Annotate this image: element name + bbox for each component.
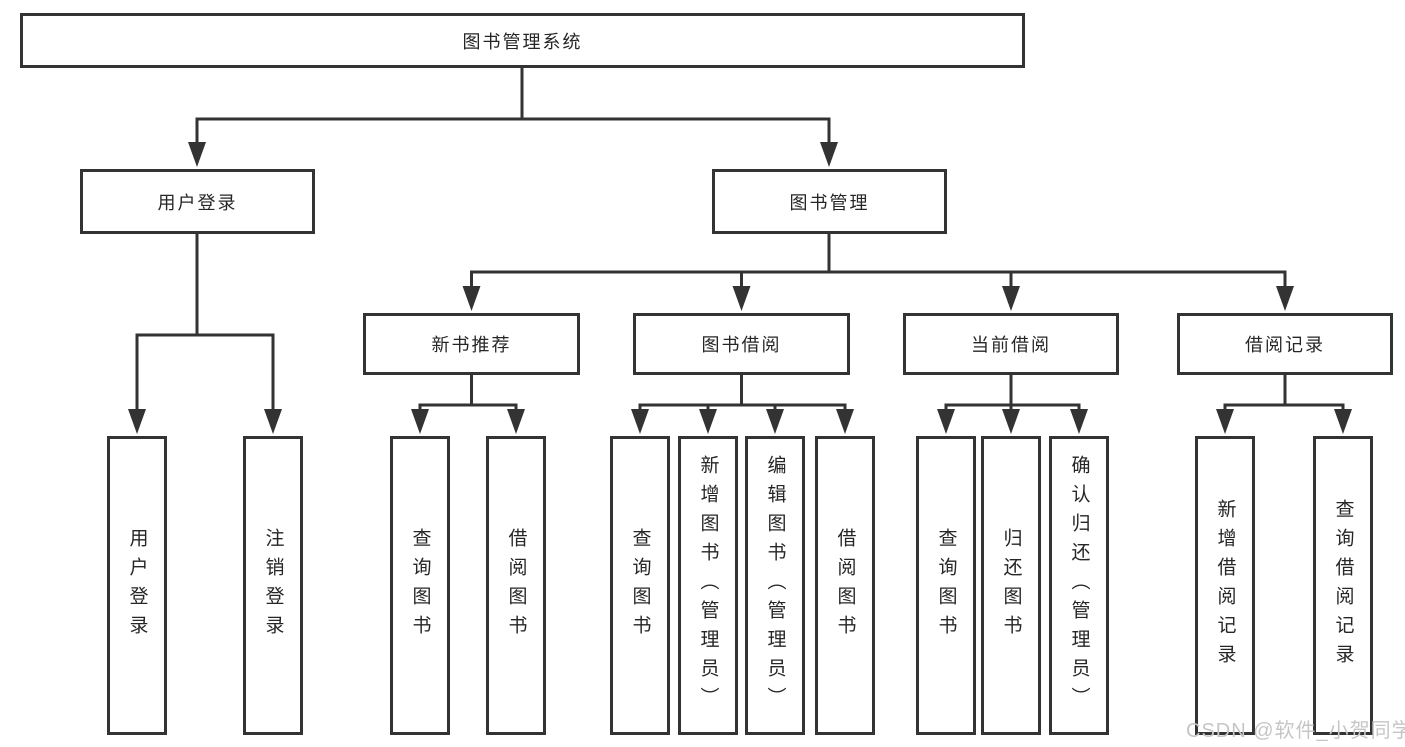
node-book-borrow: 图书借阅 bbox=[633, 313, 850, 375]
node-user-login: 用户登录 bbox=[80, 169, 315, 234]
arrow-down-icon bbox=[188, 142, 206, 167]
node-label: 查询图书 bbox=[629, 527, 651, 644]
node-label: 用户登录 bbox=[157, 192, 238, 213]
connector-login-to-leaves bbox=[128, 234, 282, 434]
arrow-down-icon bbox=[1216, 409, 1234, 434]
leaf-user-login: 用户登录 bbox=[107, 436, 167, 735]
node-label: 借阅记录 bbox=[1245, 335, 1325, 355]
node-book-management: 图书管理 bbox=[712, 169, 947, 234]
node-label: 查询图书 bbox=[409, 527, 431, 644]
leaf-current-query: 查询图书 bbox=[916, 436, 976, 735]
node-label: 图书管理 bbox=[789, 192, 870, 213]
arrow-down-icon bbox=[937, 409, 955, 434]
leaf-newbook-borrow: 借阅图书 bbox=[486, 436, 546, 735]
leaf-current-confirm-admin: 确认归还（管理员） bbox=[1049, 436, 1109, 735]
arrow-down-icon bbox=[264, 409, 282, 434]
node-label: 图书管理系统 bbox=[462, 31, 583, 52]
node-new-book-recommend: 新书推荐 bbox=[363, 313, 580, 375]
node-current-borrow: 当前借阅 bbox=[903, 313, 1119, 375]
arrow-down-icon bbox=[1002, 286, 1020, 311]
node-label: 用户登录 bbox=[126, 527, 148, 644]
arrow-down-icon bbox=[1334, 409, 1352, 434]
node-borrow-records: 借阅记录 bbox=[1177, 313, 1393, 375]
arrow-down-icon bbox=[1070, 409, 1088, 434]
node-label: 注销登录 bbox=[262, 527, 284, 644]
leaf-borrow-add-admin: 新增图书（管理员） bbox=[678, 436, 738, 735]
node-label: 查询借阅记录 bbox=[1332, 498, 1354, 673]
connector-root-to-level2 bbox=[188, 68, 838, 167]
node-label: 借阅图书 bbox=[834, 527, 856, 644]
arrow-down-icon bbox=[1276, 286, 1294, 311]
leaf-record-query: 查询借阅记录 bbox=[1313, 436, 1373, 735]
arrow-down-icon bbox=[128, 409, 146, 434]
arrow-down-icon bbox=[732, 286, 751, 311]
arrow-down-icon bbox=[766, 409, 784, 434]
node-label: 图书借阅 bbox=[701, 335, 782, 355]
node-label: 新增借阅记录 bbox=[1214, 498, 1236, 673]
leaf-borrow-book: 借阅图书 bbox=[815, 436, 875, 735]
arrow-down-icon bbox=[1002, 409, 1020, 434]
arrow-down-icon bbox=[462, 286, 481, 311]
leaf-newbook-query: 查询图书 bbox=[390, 436, 450, 735]
node-label: 归还图书 bbox=[1000, 527, 1022, 644]
connector-bookmgmt-to-level3 bbox=[462, 234, 1294, 311]
connector-current-to-leaves bbox=[937, 375, 1088, 434]
connector-records-to-leaves bbox=[1216, 375, 1352, 434]
leaf-current-return: 归还图书 bbox=[981, 436, 1041, 735]
leaf-logout: 注销登录 bbox=[243, 436, 303, 735]
arrow-down-icon bbox=[411, 409, 429, 434]
connector-newbook-to-leaves bbox=[411, 375, 525, 434]
arrow-down-icon bbox=[836, 409, 854, 434]
arrow-down-icon bbox=[699, 409, 717, 434]
node-label: 查询图书 bbox=[935, 527, 957, 644]
arrow-down-icon bbox=[507, 409, 525, 434]
node-label: 借阅图书 bbox=[505, 527, 527, 644]
leaf-record-add: 新增借阅记录 bbox=[1195, 436, 1255, 735]
arrow-down-icon bbox=[631, 409, 649, 434]
watermark: CSDN @软件_小贺同学 bbox=[1186, 720, 1405, 742]
node-label: 新书推荐 bbox=[431, 335, 512, 355]
node-label: 确认归还（管理员） bbox=[1068, 455, 1090, 716]
leaf-borrow-edit-admin: 编辑图书（管理员） bbox=[745, 436, 805, 735]
arrow-down-icon bbox=[820, 142, 838, 167]
node-label: 当前借阅 bbox=[971, 335, 1051, 355]
node-label: 新增图书（管理员） bbox=[697, 455, 719, 716]
connector-borrow-to-leaves bbox=[631, 375, 854, 434]
node-root: 图书管理系统 bbox=[20, 13, 1025, 68]
leaf-borrow-query: 查询图书 bbox=[610, 436, 670, 735]
node-label: 编辑图书（管理员） bbox=[764, 455, 786, 716]
